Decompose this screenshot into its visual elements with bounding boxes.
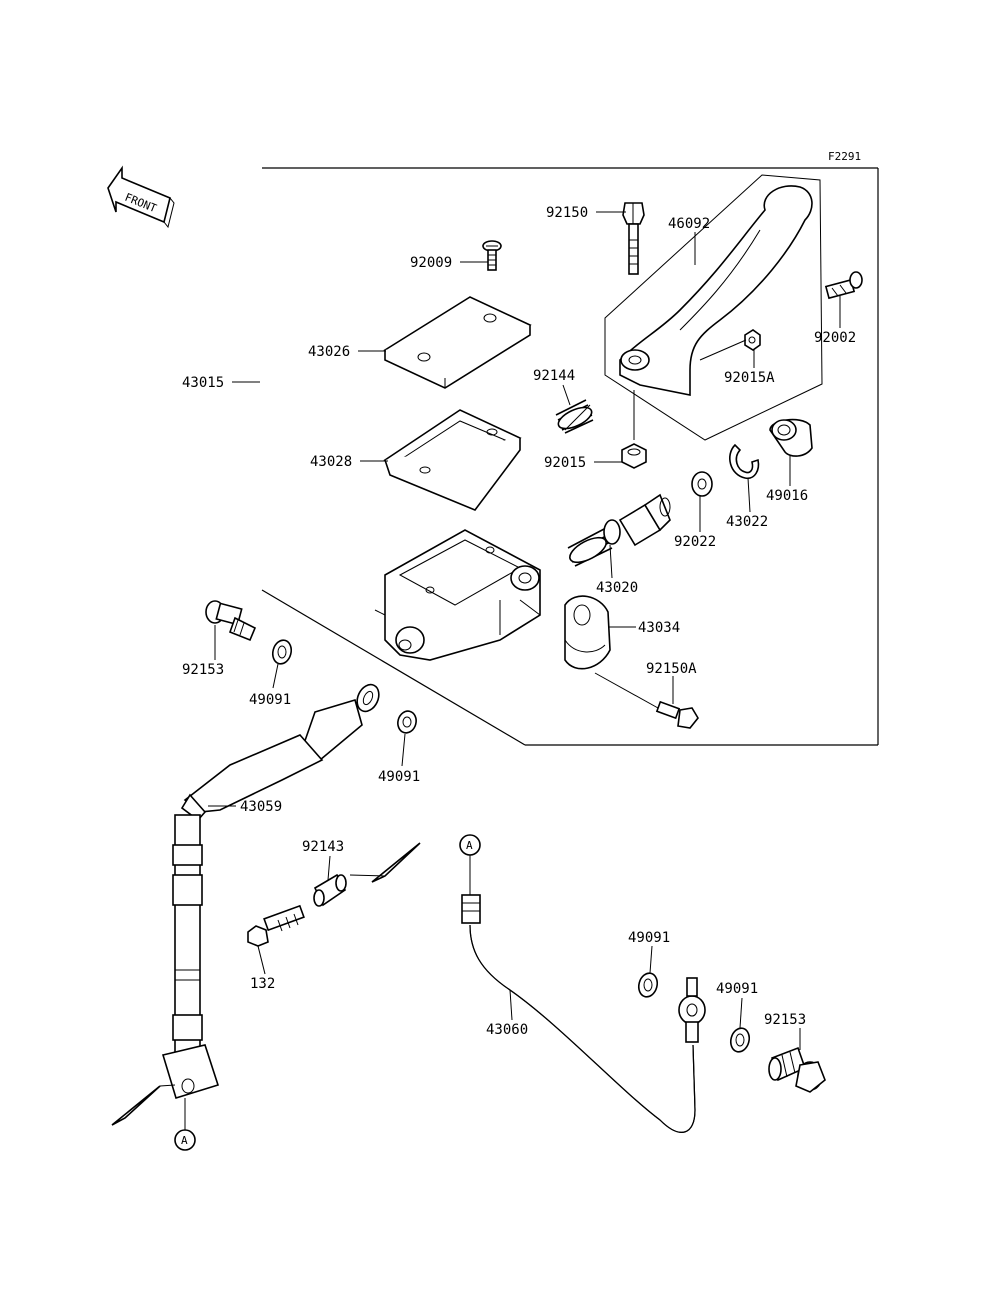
collar-92143 [313, 873, 347, 907]
label-92015: 92015 [544, 455, 586, 471]
label-92009: 92009 [410, 255, 452, 271]
lever-46092 [604, 174, 823, 441]
label-92015A: 92015A [724, 370, 775, 386]
label-49016: 49016 [766, 488, 808, 504]
banjo-bolt-92153-upper [205, 600, 257, 642]
bolt-92150A [655, 700, 699, 729]
pointer-arrow-lower [111, 1084, 176, 1126]
leader-lines [208, 211, 841, 1050]
label-92022: 92022 [674, 534, 716, 550]
washer-49091-d [729, 1027, 751, 1053]
master-cylinder-body [374, 529, 541, 661]
washer-49091-b [397, 710, 417, 734]
brake-hose-43059 [161, 683, 380, 1100]
spring-92144 [555, 399, 594, 434]
callout-a-lower: A [174, 1098, 196, 1151]
callout-a-upper: A [459, 834, 481, 895]
banjo-bolt-92153-lower [768, 1046, 826, 1093]
piston-43020 [567, 493, 671, 567]
part-labels: 43015 92009 43026 43028 92150 46092 9200… [182, 205, 856, 1038]
washer-49091-c [637, 972, 659, 998]
circlip-43022 [729, 443, 760, 480]
washer-49091-a [271, 639, 293, 665]
figure-code: F2291 [828, 150, 861, 163]
pointer-arrow-upper [349, 842, 421, 883]
label-49091-c: 49091 [628, 930, 670, 946]
nut-92015A [744, 329, 761, 351]
label-49091-b: 49091 [378, 769, 420, 785]
front-arrow-icon: FRONT [107, 165, 175, 229]
label-43022: 43022 [726, 514, 768, 530]
callout-letter: A [466, 839, 473, 852]
assembly-frame [261, 167, 879, 746]
screw-92009 [482, 240, 502, 271]
callout-letter: A [181, 1134, 188, 1147]
label-92143: 92143 [302, 839, 344, 855]
label-43059: 43059 [240, 799, 282, 815]
label-43034: 43034 [638, 620, 680, 636]
bolt-132 [247, 904, 305, 947]
label-92144: 92144 [533, 368, 575, 384]
label-92150A: 92150A [646, 661, 697, 677]
washer-92022 [691, 471, 713, 497]
holder-43034 [564, 595, 611, 670]
brake-pipe-43060 [461, 894, 706, 1133]
label-43060: 43060 [486, 1022, 528, 1038]
label-92150: 92150 [546, 205, 588, 221]
nut-92015 [621, 390, 647, 469]
label-132: 132 [250, 976, 275, 992]
diaphragm-43028 [383, 409, 522, 511]
boot-49016 [769, 418, 813, 457]
label-43028: 43028 [310, 454, 352, 470]
label-46092: 46092 [668, 216, 710, 232]
label-43015: 43015 [182, 375, 224, 391]
label-43026: 43026 [308, 344, 350, 360]
label-92153-lower: 92153 [764, 1012, 806, 1028]
label-43020: 43020 [596, 580, 638, 596]
label-92153-upper: 92153 [182, 662, 224, 678]
label-92002: 92002 [814, 330, 856, 346]
label-49091-d: 49091 [716, 981, 758, 997]
label-49091-a: 49091 [249, 692, 291, 708]
bolt-92150 [622, 202, 645, 275]
reservoir-cap-43026 [383, 296, 532, 389]
bolt-92002 [824, 271, 863, 300]
